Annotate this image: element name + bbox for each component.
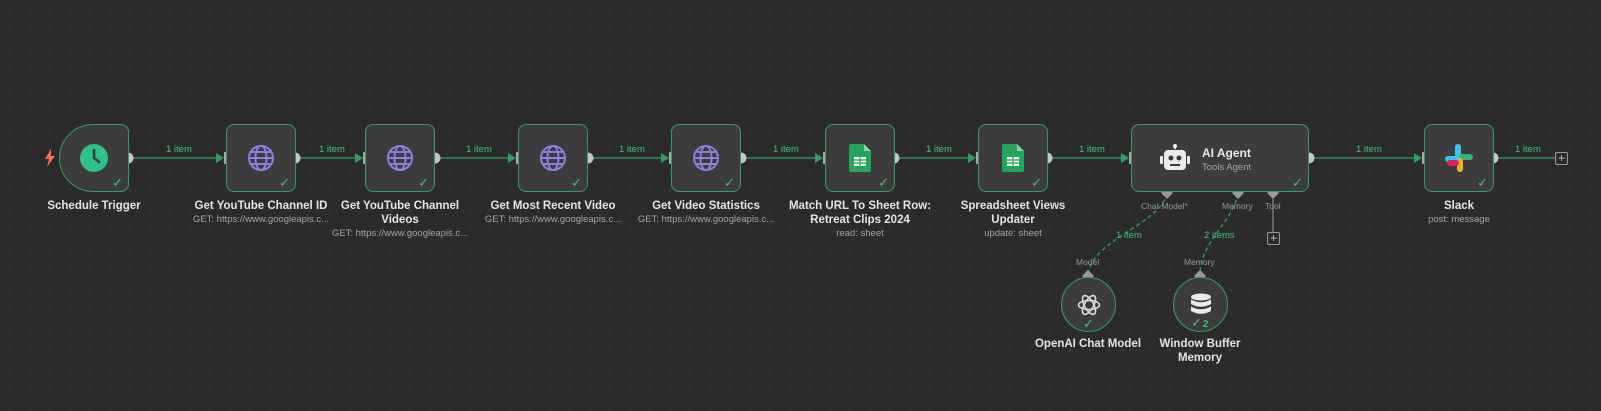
memory-connection-line <box>1199 192 1239 277</box>
arrowhead <box>1121 153 1129 163</box>
memory-port-label: Memory <box>1222 201 1253 211</box>
success-check-icon: ✓ <box>112 175 123 190</box>
success-check-icon: ✓ <box>1477 175 1488 190</box>
node-title: Get Video Statistics <box>652 200 760 212</box>
globe-icon <box>540 145 566 171</box>
arrowhead <box>508 153 516 163</box>
slack-icon <box>1445 144 1473 172</box>
success-check-icon: ✓ <box>571 175 582 190</box>
node-title: Match URL To Sheet Row: Retreat Clips 20… <box>788 200 932 226</box>
node-subtitle: read: sheet <box>836 228 884 239</box>
arrowhead <box>815 153 823 163</box>
edge-item-count: 1 item <box>926 144 952 155</box>
success-check-icon: ✓ <box>418 175 429 190</box>
memory-edge-item-count: 2 items <box>1204 230 1235 241</box>
success-check-icon: ✓2 <box>1191 315 1209 330</box>
arrowhead <box>968 153 976 163</box>
tool-port-label: Tool <box>1265 201 1281 211</box>
openai-chat-model-node[interactable]: ✓ <box>1061 277 1116 332</box>
node-title: Spreadsheet Views Updater <box>960 200 1066 226</box>
add-tool-button[interactable]: + <box>1267 232 1280 245</box>
edge-item-count: 1 item <box>773 144 799 155</box>
get-most-recent-video-node[interactable]: ✓ <box>518 124 588 192</box>
success-check-icon: ✓ <box>1031 175 1042 190</box>
model-edge-item-count: 1 item <box>1116 230 1142 241</box>
node-subtitle: update: sheet <box>984 228 1042 239</box>
model-connection-line <box>1087 192 1168 277</box>
ai-agent-node[interactable]: AI Agent Tools Agent ✓ <box>1131 124 1309 192</box>
match-url-sheet-row-node[interactable]: ✓ <box>825 124 895 192</box>
node-subtitle: GET: https://www.googleapis.c... <box>192 214 330 225</box>
get-youtube-channel-id-node[interactable]: ✓ <box>226 124 296 192</box>
get-youtube-channel-videos-node[interactable]: ✓ <box>365 124 435 192</box>
edge-item-count: 1 item <box>166 144 192 155</box>
success-check-icon: ✓ <box>878 175 889 190</box>
node-subtitle: GET: https://www.googleapis.c... <box>484 214 622 225</box>
arrowhead <box>355 153 363 163</box>
edge-item-count: 1 item <box>319 144 345 155</box>
window-buffer-memory-node[interactable]: ✓2 <box>1173 277 1228 332</box>
success-check-icon: ✓ <box>279 175 290 190</box>
edge-item-count: 1 item <box>1515 144 1541 155</box>
add-node-button[interactable]: + <box>1555 152 1568 165</box>
database-icon <box>1190 293 1211 314</box>
node-subtitle: post: message <box>1428 214 1490 225</box>
schedule-trigger-node[interactable]: ✓ <box>59 124 129 192</box>
memory-port-label: Memory <box>1184 257 1215 267</box>
edge-item-count: 1 item <box>1356 144 1382 155</box>
edge-item-count: 1 item <box>1079 144 1105 155</box>
spreadsheet-views-updater-node[interactable]: ✓ <box>978 124 1048 192</box>
model-port-label: Model <box>1076 257 1100 267</box>
openai-icon <box>1077 294 1100 315</box>
globe-icon <box>387 145 413 171</box>
arrowhead <box>661 153 669 163</box>
success-check-icon: ✓ <box>1292 175 1303 190</box>
node-title: Get YouTube Channel Videos <box>340 200 460 226</box>
node-subtitle: GET: https://www.googleapis.c... <box>331 228 469 239</box>
node-title: Slack <box>1443 200 1475 212</box>
run-count: 2 <box>1202 319 1209 330</box>
globe-icon <box>693 145 719 171</box>
node-title: Get Most Recent Video <box>490 200 616 212</box>
edge-item-count: 1 item <box>619 144 645 155</box>
node-title: Get YouTube Channel ID <box>194 200 328 212</box>
get-video-statistics-node[interactable]: ✓ <box>671 124 741 192</box>
success-check-icon: ✓ <box>724 175 735 190</box>
google-sheets-icon <box>849 144 871 172</box>
edge-item-count: 1 item <box>466 144 492 155</box>
node-title: OpenAI Chat Model <box>1034 338 1142 350</box>
robot-icon <box>1160 144 1190 170</box>
success-check-icon: ✓ <box>1083 316 1094 331</box>
trigger-bolt-icon <box>45 149 55 167</box>
node-title: AI Agent <box>1202 146 1251 160</box>
clock-icon <box>80 144 108 172</box>
globe-icon <box>248 145 274 171</box>
node-title: Window Buffer Memory <box>1159 338 1241 364</box>
chat-model-port-label: Chat Model* <box>1141 201 1188 211</box>
arrowhead <box>216 153 224 163</box>
slack-node[interactable]: ✓ <box>1424 124 1494 192</box>
node-subtitle: Tools Agent <box>1202 162 1252 173</box>
arrowhead <box>1414 153 1422 163</box>
node-subtitle: GET: https://www.googleapis.c... <box>637 214 775 225</box>
google-sheets-icon <box>1002 144 1024 172</box>
node-title: Schedule Trigger <box>47 200 141 212</box>
